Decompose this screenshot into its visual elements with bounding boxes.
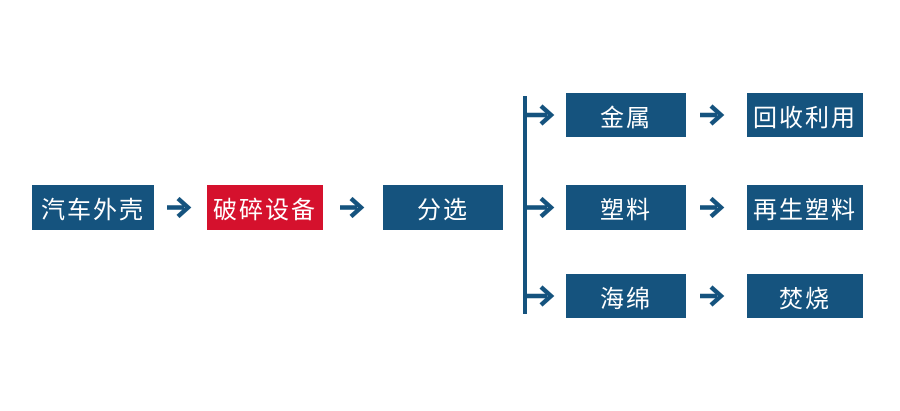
arrow-right-icon [167, 196, 192, 219]
arrow-right-icon [525, 196, 555, 219]
node-sorting: 分选 [383, 185, 503, 230]
node-recycled-plastic: 再生塑料 [747, 185, 863, 230]
node-crushing-equipment: 破碎设备 [207, 185, 323, 230]
node-incineration: 焚烧 [747, 274, 863, 318]
arrow-right-icon [525, 285, 555, 307]
node-car-shell: 汽车外壳 [32, 185, 154, 230]
node-plastic: 塑料 [566, 185, 686, 230]
arrow-right-icon [340, 196, 365, 219]
node-metal: 金属 [566, 93, 686, 137]
node-recycling-reuse: 回收利用 [747, 93, 863, 137]
arrow-right-icon [525, 104, 555, 126]
arrow-right-icon [700, 196, 725, 219]
arrow-right-icon [700, 285, 725, 307]
node-sponge: 海绵 [566, 274, 686, 318]
arrow-right-icon [700, 104, 725, 126]
